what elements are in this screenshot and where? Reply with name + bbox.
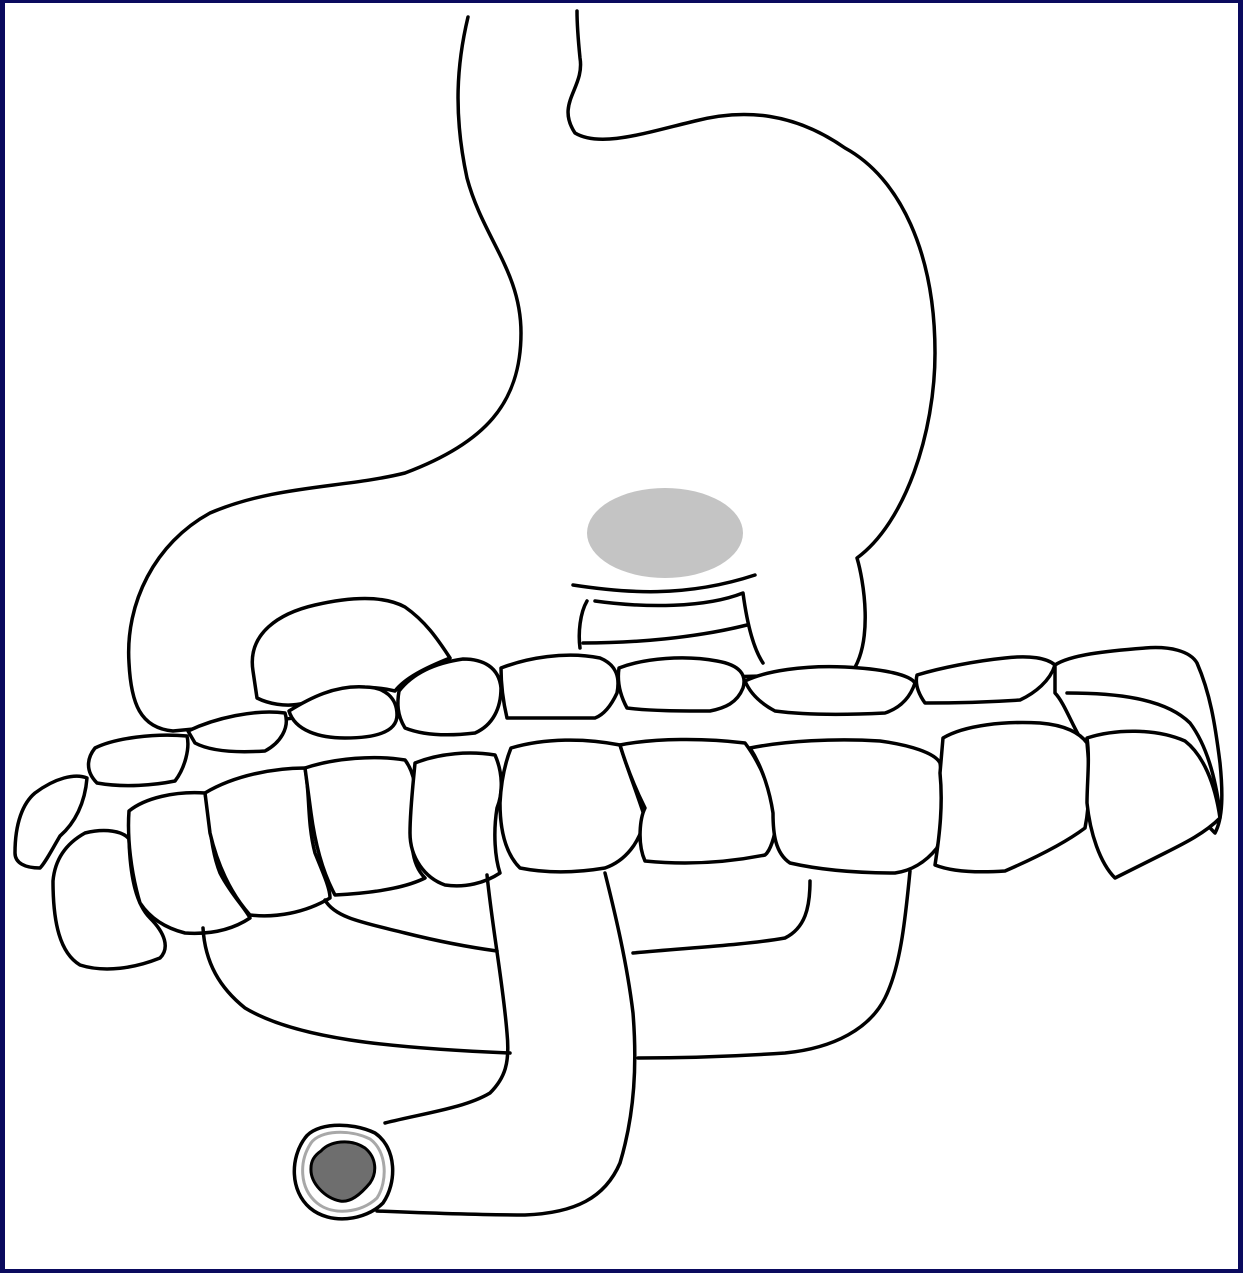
end-stoma bbox=[294, 1125, 392, 1219]
loop-segment-right-inner bbox=[633, 881, 810, 953]
bowel-limb-right-wall bbox=[377, 873, 635, 1215]
shaded-area bbox=[587, 488, 743, 578]
bowel-limb-left-wall bbox=[385, 875, 508, 1123]
stomach-outline bbox=[129, 11, 935, 731]
diagram-frame bbox=[5, 3, 1238, 1269]
loop-segment-right bbox=[638, 871, 910, 1058]
gastrointestinal-diagram bbox=[5, 3, 1238, 1269]
loop-segment-inner bbox=[325, 900, 497, 951]
